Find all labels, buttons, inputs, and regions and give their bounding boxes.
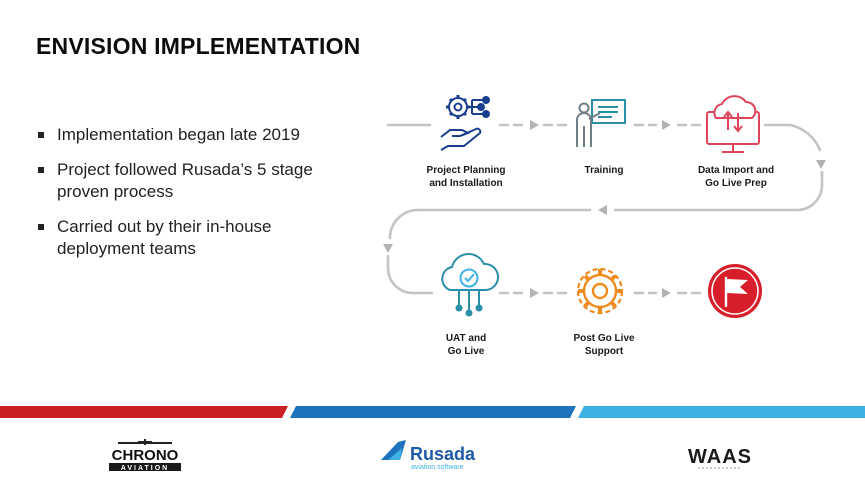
logo-text: Rusada (410, 444, 476, 464)
step-label: Go Live (448, 346, 485, 357)
gear-orange-icon (576, 267, 624, 315)
flow-path (386, 123, 824, 295)
footer-stripe-light-blue (578, 406, 865, 418)
step-label: Support (585, 346, 624, 357)
bullet-item: Implementation began late 2019 (36, 124, 356, 146)
bullet-marker (38, 167, 44, 173)
arrow-right-icon (530, 288, 539, 298)
chrono-aviation-logo: CHRONO AVIATION (109, 439, 181, 472)
step-label: UAT and (446, 333, 486, 344)
bullet-text: Carried out by their in-house deployment… (57, 217, 272, 258)
arrow-right-icon (662, 288, 671, 298)
bullet-list: Implementation began late 2019 Project f… (36, 124, 356, 273)
gears-hand-icon (440, 95, 490, 151)
step-label: Post Go Live (573, 333, 635, 344)
step-label: Go Live Prep (705, 178, 767, 189)
process-diagram: Project Planning and Installation Traini… (383, 95, 826, 357)
cloud-upload-icon (706, 95, 760, 153)
step-label: Project Planning (427, 165, 506, 176)
arrow-right-icon (662, 120, 671, 130)
bullet-text: Implementation began late 2019 (57, 125, 300, 144)
flow-arrows (383, 120, 826, 298)
bullet-text: Project followed Rusada’s 5 stage proven… (57, 160, 313, 201)
logo-subtext: aviation software (411, 464, 464, 471)
bullet-item: Project followed Rusada’s 5 stage proven… (36, 159, 356, 203)
bullet-marker (38, 224, 44, 230)
flag-icon (708, 264, 762, 318)
waas-logo: WAAS (688, 446, 752, 469)
page-title: ENVISION IMPLEMENTATION (36, 33, 361, 59)
footer-stripe-red (0, 406, 288, 418)
cloud-check-icon (441, 253, 499, 317)
bullet-marker (38, 132, 44, 138)
arrow-left-icon (598, 205, 607, 215)
logo-text: CHRONO (112, 447, 179, 464)
step-label: Data Import and (698, 165, 774, 176)
logo-text: WAAS (688, 446, 752, 468)
presentation-icon (576, 99, 626, 147)
step-label: Training (585, 165, 624, 176)
footer-stripe-blue (290, 406, 576, 418)
logo-subtext: AVIATION (121, 465, 169, 472)
step-label: and Installation (429, 178, 502, 189)
arrow-right-icon (530, 120, 539, 130)
bullet-item: Carried out by their in-house deployment… (36, 216, 356, 260)
arrow-down-icon (383, 244, 393, 253)
arrow-down-icon (816, 160, 826, 169)
rusada-logo: Rusada aviation software (381, 440, 476, 471)
